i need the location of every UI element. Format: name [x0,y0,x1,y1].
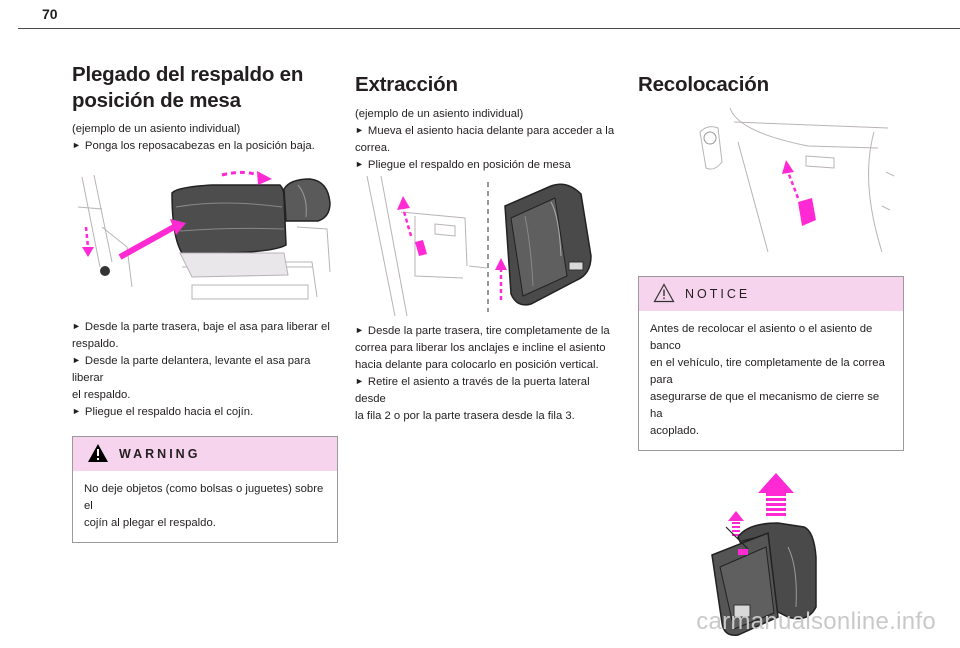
bullet-arrow-icon: ► [72,140,81,150]
step-item: ►Retire el asiento a través de la puerta… [355,376,590,422]
section-title-removal: Extracción [355,73,458,96]
section-title-folding: Plegado del respaldo en posición de mesa [72,63,304,112]
notice-text: Antes de recolocar el asiento o el asien… [650,323,885,437]
step-item: ►Desde la parte delantera, levante el as… [72,355,311,401]
bullet-arrow-icon: ► [355,125,364,135]
column-folding: Plegado del respaldo en posición de mesa… [72,62,338,543]
seat-refitting-illustration [711,473,817,636]
notice-title: NOTICE [685,287,751,301]
step-item: ►Pliegue el respaldo hacia el cojín. [72,406,254,418]
notice-header: NOTICE [639,277,903,311]
page-number: 70 [42,6,58,22]
column-refitting: Recolocación [638,62,904,643]
seat-folding-illustration [77,170,331,300]
intro-text: (ejemplo de un asiento individual) [72,123,241,135]
section-title-refitting: Recolocación [638,73,769,96]
bullet-arrow-icon: ► [72,355,81,365]
figure-seat-removal [355,175,621,317]
bullet-arrow-icon: ► [355,159,364,169]
figure-seat-refitting [638,467,904,643]
strap-release-illustration [699,107,895,253]
warning-text: No deje objetos (como bolsas o juguetes)… [84,483,324,529]
warning-title: WARNING [119,447,201,461]
bullet-arrow-icon: ► [355,376,364,386]
step-item: ►Pliegue el respaldo en posición de mesa [355,159,571,171]
watermark: carmanualsonline.info [696,608,936,635]
bullet-arrow-icon: ► [72,321,81,331]
bullet-arrow-icon: ► [72,406,81,416]
step-item: ►Desde la parte trasera, baje el asa par… [72,321,330,350]
bullet-arrow-icon: ► [355,325,364,335]
step-item: ►Mueva el asiento hacia delante para acc… [355,125,615,154]
figure-seat-folding [72,167,338,305]
warning-triangle-icon [88,444,108,462]
notice-box: NOTICE Antes de recolocar el asiento o e… [638,276,904,451]
header-rule [18,28,960,29]
notice-triangle-icon [653,283,675,303]
warning-header: WARNING [73,437,337,471]
column-removal: Extracción (ejemplo de un asiento indivi… [355,62,621,425]
warning-box: WARNING No deje objetos (como bolsas o j… [72,436,338,543]
seat-removal-illustration [366,175,592,317]
figure-strap-release [638,102,904,262]
intro-text: (ejemplo de un asiento individual) [355,108,524,120]
step-item: ►Desde la parte trasera, tire completame… [355,325,610,371]
step-item: ►Ponga los reposacabezas en la posición … [72,140,315,152]
